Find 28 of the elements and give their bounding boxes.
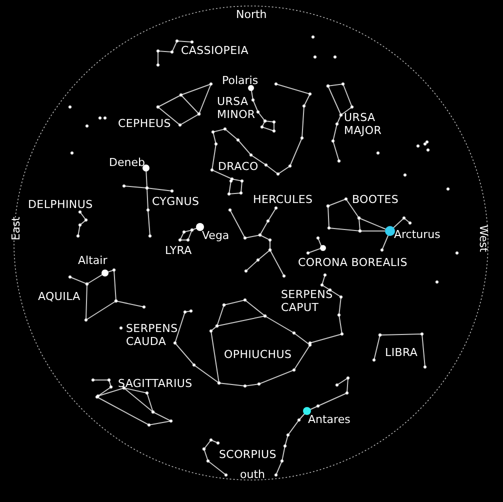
constellation-name: CYGNUS [152, 195, 200, 208]
constellation-name: LYRA [165, 244, 192, 257]
constellation-name: URSA MAJOR [344, 111, 383, 137]
constellation-name: CEPHEUS [118, 117, 171, 130]
star-name: Arcturus [394, 228, 440, 241]
compass-direction: outh [240, 468, 265, 481]
star-name: Deneb [109, 156, 145, 169]
constellation-name: SERPENS CAPUT [281, 288, 334, 314]
star-name: Antares [308, 413, 350, 426]
compass-direction: West [477, 224, 490, 252]
star-name: Altair [78, 254, 108, 267]
constellation-name: BOOTES [352, 193, 399, 206]
star-name: Polaris [222, 74, 258, 87]
constellation-name: LIBRA [385, 346, 418, 359]
star-name: Vega [202, 229, 230, 242]
constellation-name: URSA MINOR [217, 95, 256, 121]
constellation-name: DELPHINUS [28, 198, 93, 211]
compass-direction: East [9, 216, 22, 240]
constellation-name: SAGITTARIUS [118, 377, 192, 390]
constellation-name: OPHIUCHUS [224, 348, 292, 361]
constellation-name: CORONA BOREALIS [298, 256, 408, 269]
compass-direction: North [236, 8, 267, 21]
constellation-name: SERPENS CAUDA [126, 322, 178, 348]
constellation-name: CASSIOPEIA [181, 44, 248, 57]
constellation-name: AQUILA [38, 290, 80, 303]
constellation-name: HERCULES [253, 193, 313, 206]
constellation-name: SCORPIUS [219, 448, 276, 461]
constellation-name: DRACO [218, 160, 258, 173]
